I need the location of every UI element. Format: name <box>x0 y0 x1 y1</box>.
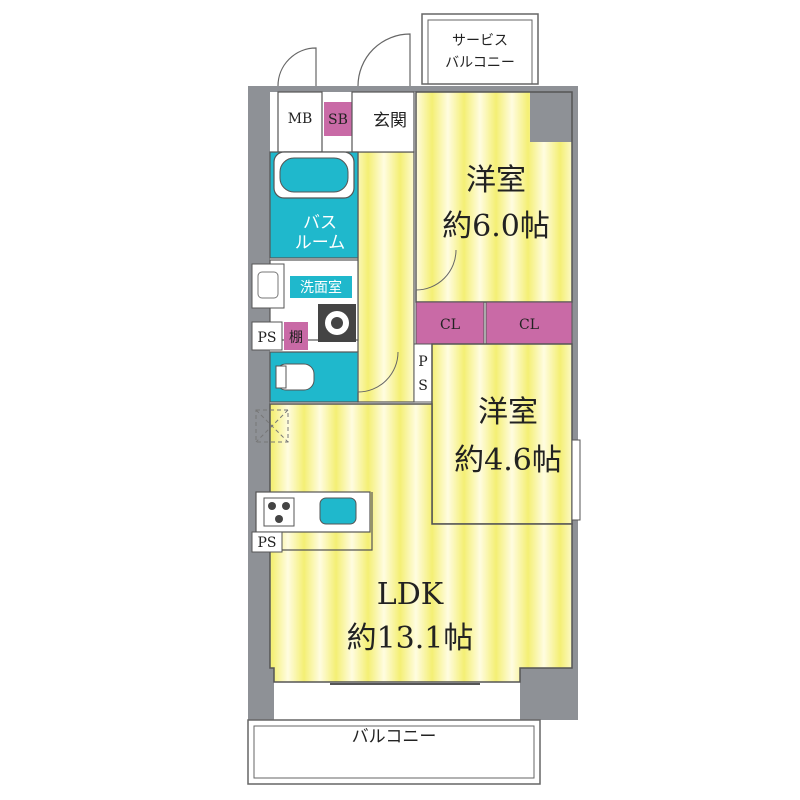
closet-1 <box>415 301 485 345</box>
entrance-door <box>357 33 411 87</box>
outer-wall-top <box>248 86 578 92</box>
closet-2-label: CL <box>519 317 539 333</box>
service-balcony <box>421 13 539 85</box>
western-room-1-name: 洋室 <box>466 163 526 198</box>
western-room-2-floor <box>432 344 572 524</box>
mb-door <box>277 47 317 87</box>
sink-icon <box>319 497 357 525</box>
entrance <box>351 91 415 153</box>
fridge-space <box>255 409 289 443</box>
ldk-name: LDK <box>377 577 444 612</box>
mb-label: MB <box>288 111 313 127</box>
hallway-floor <box>358 152 414 402</box>
service-balcony-label-2: バルコニー <box>445 55 515 71</box>
closet-1-label: CL <box>440 317 460 333</box>
western-room-1-floor <box>416 92 530 142</box>
balcony-label: バルコニー <box>352 727 437 747</box>
washroom-label: 洗面室 <box>300 279 342 296</box>
outer-wall-bottom-right <box>520 668 578 720</box>
ps-kitchen <box>251 531 283 553</box>
ps-kitchen-label: PS <box>257 535 276 551</box>
bath-label-2: ルーム <box>295 233 346 253</box>
outer-wall-right <box>572 86 578 718</box>
ps-center-label-1: P <box>418 354 427 370</box>
service-balcony-label-1: サービス <box>452 33 508 49</box>
ps-center-label-2: S <box>418 378 428 394</box>
shelf-label: 棚 <box>289 330 303 346</box>
entrance-label: 玄関 <box>373 111 407 131</box>
bath-label-1: バス <box>303 213 337 233</box>
ps-left <box>251 321 283 351</box>
ps-left-label: PS <box>257 330 276 346</box>
ldk-size: 約13.1帖 <box>347 621 474 656</box>
outer-wall-top-right <box>530 86 578 142</box>
outer-wall-bottom-left <box>248 668 274 720</box>
closet-2 <box>485 301 573 345</box>
washbasin-icon <box>251 263 285 309</box>
outer-wall-left <box>248 86 270 718</box>
balcony <box>247 719 541 785</box>
sb-label: SB <box>328 112 348 128</box>
sb-shoebox <box>324 102 352 136</box>
western-room-2-size: 約4.6帖 <box>454 443 562 478</box>
western-room-1-size: 約6.0帖 <box>442 209 550 244</box>
shelf <box>284 322 308 350</box>
western-room-2-name: 洋室 <box>478 395 538 430</box>
